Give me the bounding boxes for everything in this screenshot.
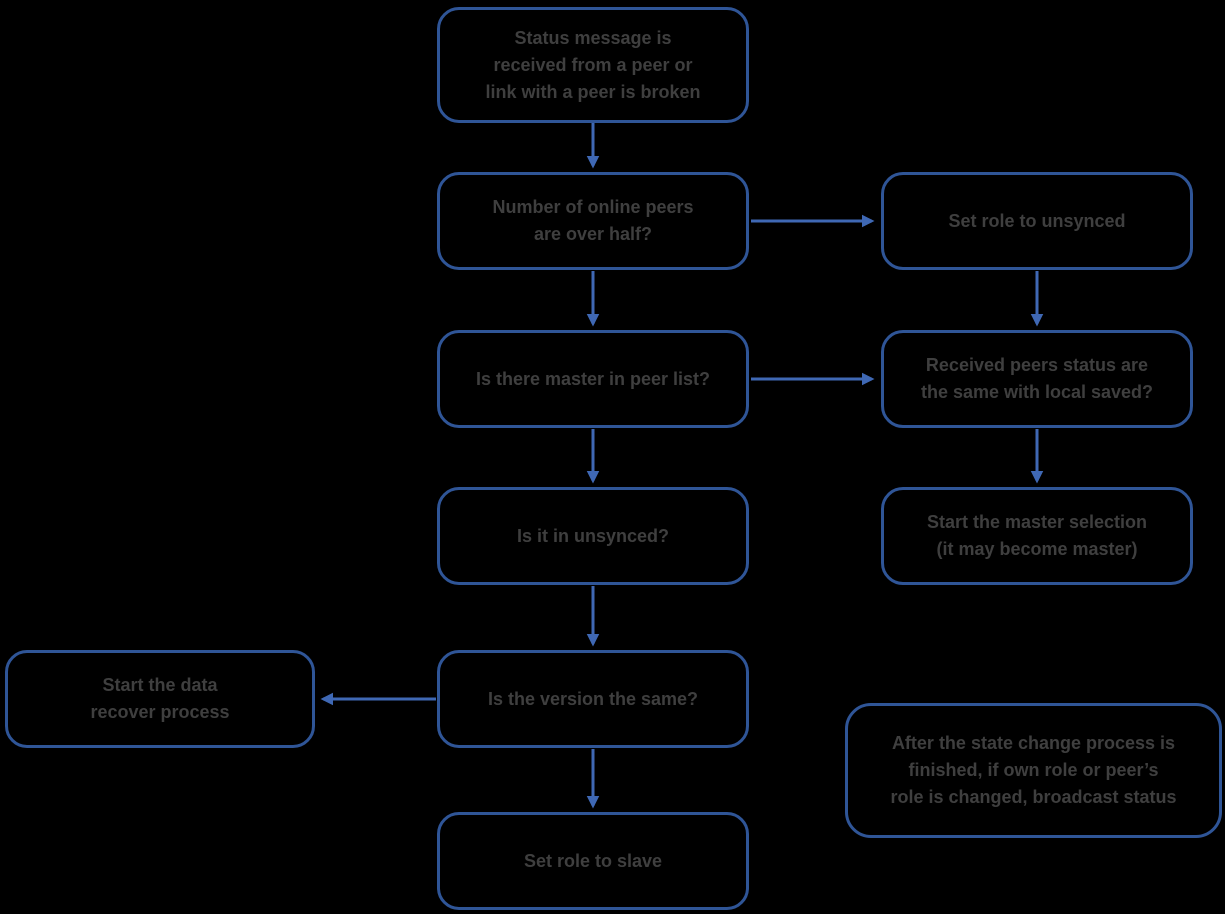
node-broadcast-note: After the state change process is finish… bbox=[845, 703, 1222, 838]
node-start-master-selection: Start the master selection (it may becom… bbox=[881, 487, 1193, 585]
node-start-data-recover: Start the data recover process bbox=[5, 650, 315, 748]
node-set-role-unsynced: Set role to unsynced bbox=[881, 172, 1193, 270]
node-is-version-same: Is the version the same? bbox=[437, 650, 749, 748]
node-peers-status-same: Received peers status are the same with … bbox=[881, 330, 1193, 428]
node-is-it-in-unsynced: Is it in unsynced? bbox=[437, 487, 749, 585]
node-peers-over-half: Number of online peers are over half? bbox=[437, 172, 749, 270]
node-master-in-peer-list: Is there master in peer list? bbox=[437, 330, 749, 428]
node-status-received: Status message is received from a peer o… bbox=[437, 7, 749, 123]
node-set-role-slave: Set role to slave bbox=[437, 812, 749, 910]
